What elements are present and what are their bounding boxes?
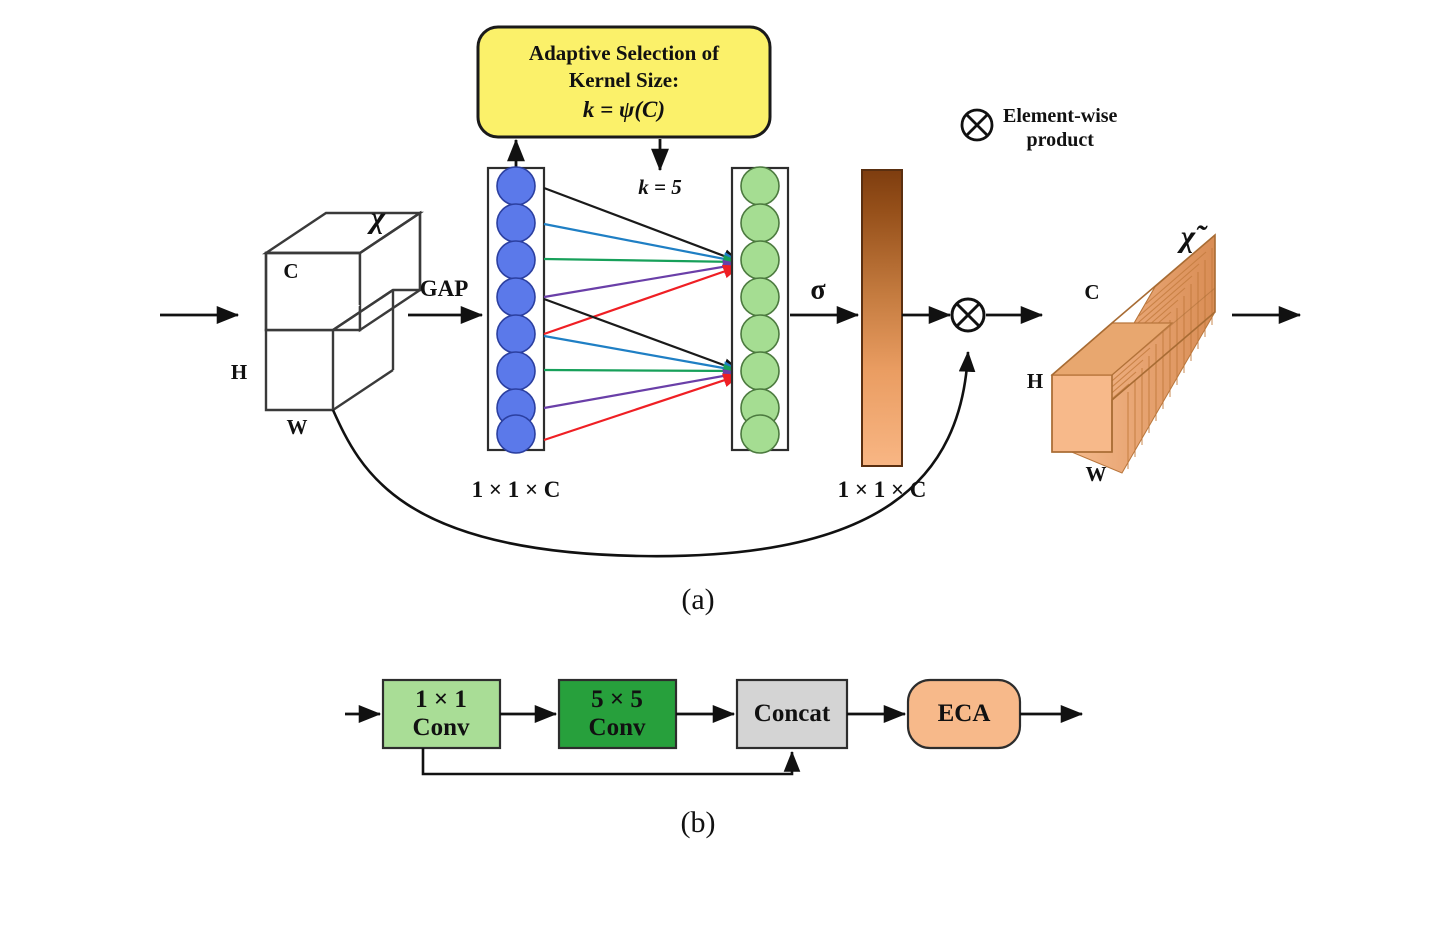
panel-a-label: (a) <box>681 583 715 617</box>
output-tensor-shape <box>1050 233 1216 474</box>
concat-box: Concat <box>737 700 847 728</box>
output-tensor-w-label: W <box>1085 462 1107 487</box>
legend-line2: product <box>1026 129 1094 151</box>
conv1x1-line2: Conv <box>412 714 470 741</box>
elementwise-multiply-shape <box>950 297 986 333</box>
gap-label: GAP <box>419 276 469 302</box>
input-tensor-shape <box>262 210 424 412</box>
conv1x1-box-shape <box>381 678 502 750</box>
skip-connection-b <box>421 748 801 776</box>
k-value-label: k = 5 <box>638 175 682 200</box>
concat-label: Concat <box>753 700 831 727</box>
concat-box-shape <box>735 678 849 750</box>
left-column-caption: 1 × 1 × C <box>471 477 561 503</box>
conv5x5-box: 5 × 5 Conv <box>559 686 676 742</box>
sigma-label: σ <box>810 274 826 306</box>
eca-box: ECA <box>908 700 1020 728</box>
right-neuron-circles <box>740 166 780 454</box>
output-tensor-h-label: H <box>1026 369 1044 394</box>
conv5x5-line1: 5 × 5 <box>591 686 643 713</box>
kernel-box-line2: Kernel Size: <box>568 68 680 93</box>
input-tensor-w-label: W <box>286 415 308 440</box>
skip-connection-curve-a <box>331 350 976 558</box>
input-tensor-c-label: C <box>283 259 299 284</box>
conv5x5-line2: Conv <box>588 714 646 741</box>
kernel-box-formula: k = ψ(C) <box>582 96 666 122</box>
input-tensor-symbol: χ <box>370 199 386 235</box>
legend-line1: Element-wise <box>1003 105 1118 127</box>
output-tensor-symbol: χ̃ <box>1180 218 1196 254</box>
input-tensor-h-label: H <box>230 360 248 385</box>
kernel-size-box-shape <box>476 25 772 139</box>
panel-b-label: (b) <box>680 806 716 840</box>
conv1x1-box: 1 × 1 Conv <box>383 686 500 742</box>
legend-multiply-shape <box>960 108 994 142</box>
conv1x1-line1: 1 × 1 <box>415 686 467 713</box>
kernel-box-line1: Adaptive Selection of <box>528 40 720 65</box>
attention-bar-caption: 1 × 1 × C <box>837 477 927 503</box>
eca-label: ECA <box>937 700 991 727</box>
legend-elementwise-product: Element-wise product <box>1003 104 1117 152</box>
connections-upper <box>543 186 741 336</box>
attention-bar-shape <box>861 169 903 467</box>
output-tensor-c-label: C <box>1084 280 1100 305</box>
connections-lower <box>543 297 741 442</box>
kernel-size-box: Adaptive Selection of Kernel Size: k = ψ… <box>481 40 767 124</box>
left-neuron-circles <box>496 166 536 454</box>
